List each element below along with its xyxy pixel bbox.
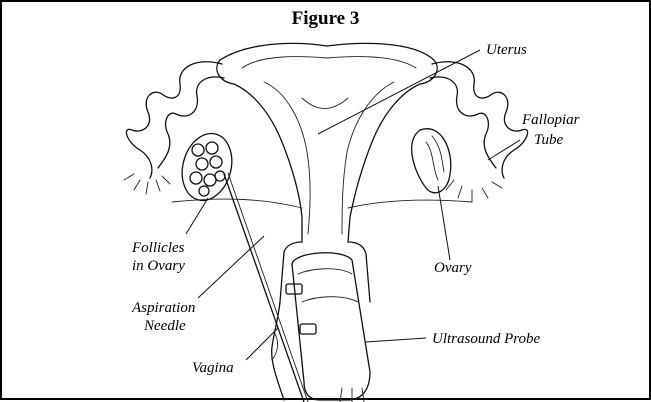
label-aspiration-line1: Aspiration bbox=[131, 300, 195, 316]
label-fallopian-line1: Fallopiar bbox=[521, 112, 580, 128]
follicle bbox=[196, 158, 208, 170]
right-fallopian-tube bbox=[430, 62, 528, 202]
right-ovary bbox=[412, 129, 451, 193]
label-vagina: Vagina bbox=[192, 360, 234, 376]
follicle bbox=[206, 142, 218, 154]
label-ultrasound-probe: Ultrasound Probe bbox=[432, 331, 541, 347]
follicle bbox=[215, 171, 225, 181]
follicle bbox=[210, 156, 222, 168]
left-ovary bbox=[175, 128, 239, 206]
label-aspiration-line2: Needle bbox=[143, 318, 186, 334]
aspiration-needle bbox=[224, 173, 308, 402]
follicle bbox=[192, 144, 204, 156]
label-fallopian-line2: Tube bbox=[534, 132, 564, 148]
label-ovary: Ovary bbox=[434, 260, 472, 276]
ultrasound-probe bbox=[286, 253, 370, 402]
label-uterus: Uterus bbox=[486, 42, 527, 58]
follicle bbox=[199, 186, 209, 196]
vagina-outline bbox=[272, 242, 370, 400]
label-follicles-line2: in Ovary bbox=[132, 258, 185, 274]
label-follicles-line1: Follicles bbox=[131, 240, 185, 256]
follicle bbox=[190, 172, 202, 184]
follicle bbox=[204, 174, 216, 186]
